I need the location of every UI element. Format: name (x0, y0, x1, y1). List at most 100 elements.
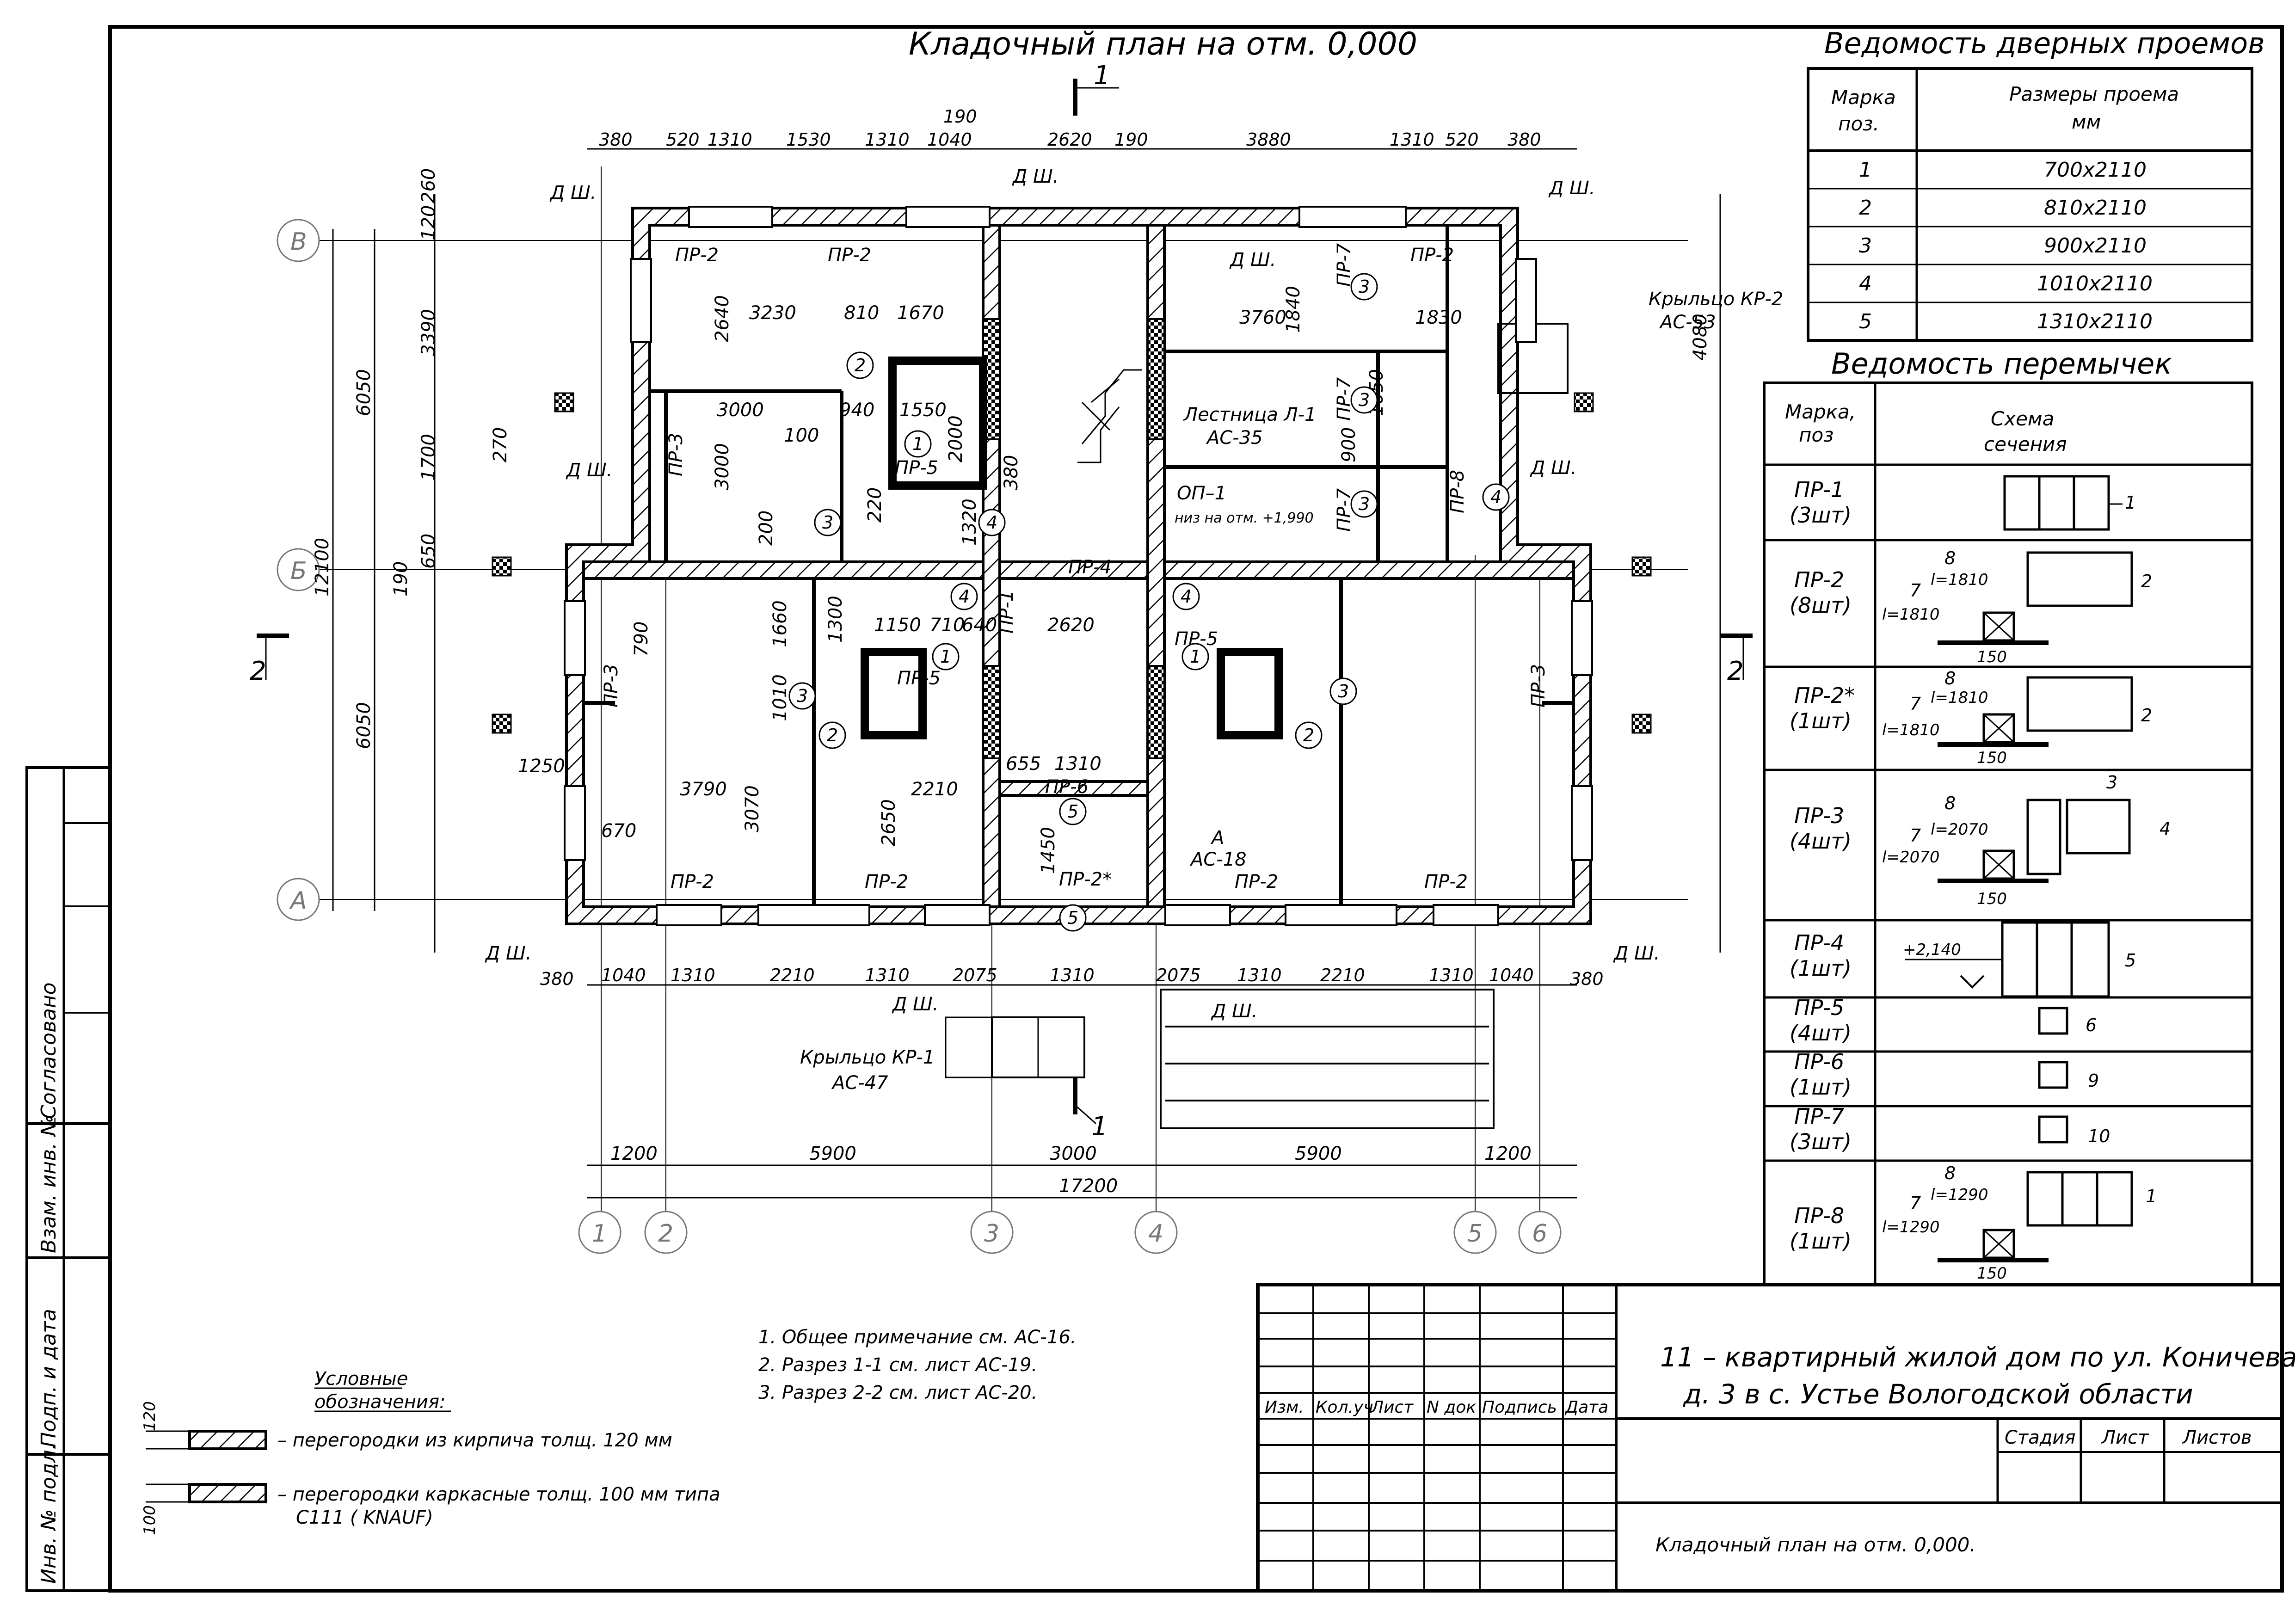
left-axis-dims: 6050 6050 12100 (312, 369, 375, 749)
drawing-label: 1310 (1054, 753, 1101, 775)
drawing-label: +2,140 (1903, 941, 1961, 959)
lintel-mark: ПР-2* (1794, 683, 1855, 708)
tb-project-1: 11 – квартирный жилой дом по ул. Коничев… (1660, 1341, 2295, 1373)
vent-shafts (492, 392, 1652, 734)
dim-b2: 5900 (809, 1143, 856, 1164)
tb-col-kol: Кол.уч (1316, 1398, 1373, 1417)
drawing-label: Крыльцо КР-1 (800, 1047, 935, 1068)
drawing-label: 7 (1910, 694, 1921, 714)
legend-frame-text-2: С111 ( KNAUF) (296, 1507, 433, 1528)
dim-b3: 3000 (1050, 1143, 1097, 1164)
axis-col-1: 1 (592, 1220, 607, 1248)
drawing-label: ПР-2 (675, 245, 719, 266)
tb-project-2: д. 3 в с. Устье Вологодской области (1683, 1378, 2193, 1410)
drawing-label: 260 (418, 168, 439, 203)
door-row-size: 1010x2110 (2037, 272, 2153, 295)
drawing-label: l=2070 (1931, 820, 1988, 839)
svg-text:5: 5 (1067, 908, 1078, 928)
drawing-label: 1010 (769, 674, 791, 721)
stair (1077, 369, 1142, 463)
axis-col-6: 6 (1532, 1220, 1547, 1248)
drawing-label: 6 (2086, 1015, 2097, 1035)
drawing-label: 655 (1006, 753, 1041, 775)
drawing-label: низ на отм. +1,990 (1175, 510, 1314, 526)
drawing-label: ПР-6 (1045, 776, 1089, 798)
drawing-label: 1830 (1415, 307, 1462, 328)
drawing-label: 4080 (1690, 314, 1711, 361)
axis-row-v: В (290, 228, 307, 256)
lintel-qty: (1шт) (1790, 708, 1852, 733)
drawing-label: 10 (2088, 1126, 2110, 1146)
drawing-label: ПР-2 (828, 245, 871, 266)
drawing-label: 7 (1910, 825, 1921, 846)
drawing-label: 2075 (1156, 965, 1201, 985)
drawing-label: 1 (1091, 1112, 1108, 1142)
lintel-qty: (1шт) (1790, 1229, 1852, 1254)
note-2: 2. Разрез 1-1 см. лист АС-19. (758, 1354, 1037, 1376)
door-markers: 2 1 3 4 4 4 4 3 3 3 3 3 2 2 1 1 5 5 (788, 273, 1510, 932)
lintel-h-mark: Марка, (1785, 400, 1856, 423)
drawing-label: 7 (1910, 1193, 1921, 1213)
door-h-size: Размеры проема (2009, 83, 2179, 105)
stamp-inv-orig: Инв. № подл. (37, 1443, 61, 1584)
dim-l1: 6050 (353, 369, 375, 416)
door-row-size: 1310x2110 (2037, 310, 2153, 333)
porches (945, 323, 1569, 1129)
drawing-label: 2000 (945, 415, 966, 462)
drawing-label: 1040 (601, 965, 646, 985)
bottom-chain-dims: 380 1040 1310 2210 1310 2075 1310 2075 1… (540, 965, 1604, 989)
lintel-schedule: Ведомость перемычек Марка, поз Схема сеч… (1763, 347, 2253, 1286)
drawing-label: 200 (756, 511, 777, 546)
drawing-label: ПР-5 (897, 668, 941, 689)
drawing-label: 9 (2088, 1070, 2099, 1091)
drawing-label: 8 (1944, 1163, 1956, 1183)
drawing-label: ПР-1 (996, 590, 1017, 634)
svg-text:4: 4 (1181, 586, 1192, 607)
drawing-label: 3760 (1239, 307, 1286, 328)
drawing-label: 790 (631, 621, 652, 657)
drawing-label: АС-53 (1659, 312, 1716, 333)
axis-bubbles-rows: В Б А (277, 219, 320, 921)
drawing-label: 1320 (959, 498, 980, 546)
axis-col-5: 5 (1467, 1220, 1483, 1248)
drawing-label: 1300 (825, 596, 846, 643)
legend: Условные обозначения: 120 – перегородки … (141, 1368, 720, 1535)
dim-overall-height: 12100 (312, 538, 333, 597)
door-schedule-title: Ведомость дверных проемов (1824, 26, 2265, 60)
drawing-label: l=1290 (1882, 1218, 1939, 1236)
drawing-label: 3000 (717, 400, 764, 421)
drawing-label: ПР-7 (1334, 243, 1355, 287)
axis-row-a: А (289, 887, 307, 915)
drawing-label: 1450 (1038, 827, 1059, 874)
drawing-label: 2 (2141, 705, 2152, 726)
drawing-label: Д Ш. (549, 182, 596, 203)
drawing-label: 640 (962, 615, 997, 636)
drawing-label: 270 (490, 427, 511, 462)
drawing-label: 5 (2125, 950, 2136, 971)
lintel-qty: (4шт) (1790, 1021, 1852, 1046)
drawing-label: l=1810 (1882, 721, 1939, 739)
stamp-sign-date: Подп. и дата (37, 1309, 61, 1447)
svg-text:2: 2 (827, 725, 838, 745)
legend-brick-dim: 120 (141, 1401, 159, 1431)
tb-col-izm: Изм. (1265, 1398, 1304, 1417)
lintel-qty: (1шт) (1790, 956, 1852, 981)
svg-text:2: 2 (1303, 725, 1314, 745)
drawing-label: ОП–1 (1177, 483, 1226, 504)
drawing-label: АС-18 (1189, 849, 1247, 870)
left-stamp: Согласовано Взам. инв. № Подп. и дата Ин… (25, 766, 111, 1592)
drawing-label: 150 (1977, 890, 2007, 908)
door-row-mark: 1 (1859, 158, 1872, 182)
drawing-label: 1310 (865, 129, 910, 150)
drawing-label: 1310 (1429, 965, 1474, 985)
drawing-label: ПР-3 (1528, 664, 1549, 707)
tb-col-sign: Подпись (1482, 1398, 1557, 1417)
svg-text:1: 1 (912, 434, 923, 454)
drawing-label: ПР-2 (1410, 245, 1454, 266)
lintel-mark: ПР-5 (1794, 995, 1844, 1020)
drawing-label: 190 (390, 561, 412, 597)
legend-title-1: Условные (314, 1368, 408, 1390)
lintel-mark: ПР-1 (1794, 477, 1844, 502)
axis-col-2: 2 (658, 1220, 673, 1248)
